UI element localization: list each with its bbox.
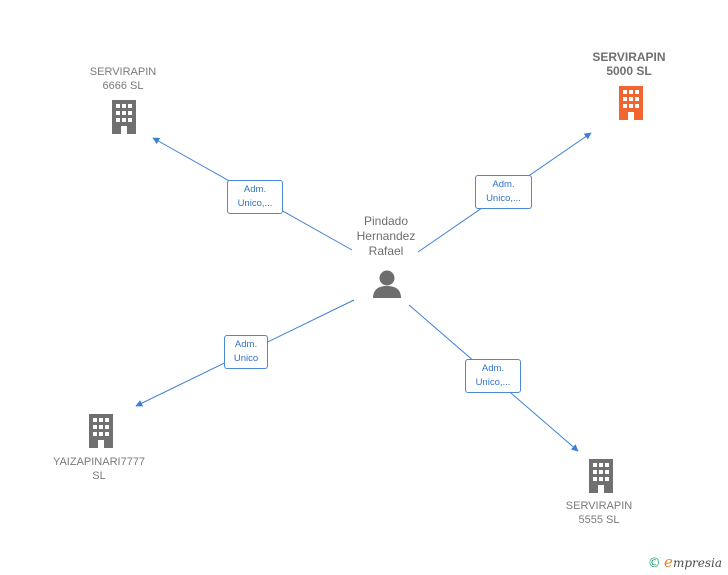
building-icon xyxy=(112,100,136,134)
building-icon xyxy=(589,459,613,493)
relation-line-2: Unico xyxy=(233,353,259,364)
company-name-line-1: SERVIRAPIN xyxy=(565,500,633,512)
relation-line-1: Adm. xyxy=(481,363,505,374)
company-label-yaizapinari7777[interactable]: YAIZAPINARI7777 SL xyxy=(39,455,159,483)
company-label-servirapin-5555[interactable]: SERVIRAPIN 5555 SL xyxy=(549,499,649,527)
company-name-line-1: SERVIRAPIN xyxy=(89,66,157,78)
relation-label-servirapin-5000[interactable]: Adm. Unico,... xyxy=(475,175,532,209)
person-name-line-3: Rafael xyxy=(368,244,404,258)
relation-label-servirapin-6666[interactable]: Adm. Unico,... xyxy=(227,180,283,214)
copyright-symbol: © xyxy=(647,556,661,571)
relation-label-servirapin-5555[interactable]: Adm. Unico,... xyxy=(465,359,521,393)
relation-label-yaizapinari7777[interactable]: Adm. Unico xyxy=(224,335,268,369)
relation-line-1: Adm. xyxy=(243,184,267,195)
relation-line-2: Unico,... xyxy=(475,377,511,388)
building-icon xyxy=(619,86,643,120)
company-name-line-2: 6666 SL xyxy=(102,80,144,92)
company-label-servirapin-6666[interactable]: SERVIRAPIN 6666 SL xyxy=(73,65,173,93)
company-name-line-1: SERVIRAPIN xyxy=(592,50,666,64)
company-name-line-1: YAIZAPINARI7777 xyxy=(52,456,146,468)
person-icon[interactable] xyxy=(373,270,401,299)
company-name-line-2: SL xyxy=(92,470,106,482)
building-icon xyxy=(89,414,113,448)
person-name-line-2: Hernandez xyxy=(356,229,416,243)
person-name-line-1: Pindado xyxy=(363,214,409,228)
relation-line-2: Unico,... xyxy=(486,193,521,204)
relation-line-1: Adm. xyxy=(492,179,515,190)
company-icon-servirapin-6666[interactable] xyxy=(112,100,136,134)
brand-name: mpresia xyxy=(672,556,722,570)
brand-initial: e xyxy=(664,553,673,571)
company-icon-yaizapinari7777[interactable] xyxy=(89,414,113,448)
company-name-line-2: 5555 SL xyxy=(578,514,620,526)
person-name[interactable]: Pindado Hernandez Rafael xyxy=(336,214,436,259)
company-label-servirapin-5000[interactable]: SERVIRAPIN 5000 SL xyxy=(579,50,679,78)
company-icon-servirapin-5555[interactable] xyxy=(589,459,613,493)
relation-line-1: Adm. xyxy=(234,339,258,350)
company-name-line-2: 5000 SL xyxy=(606,64,652,78)
company-icon-servirapin-5000[interactable] xyxy=(619,86,643,120)
empresia-watermark: © empresia xyxy=(648,553,722,571)
relation-line-2: Unico,... xyxy=(237,198,273,209)
